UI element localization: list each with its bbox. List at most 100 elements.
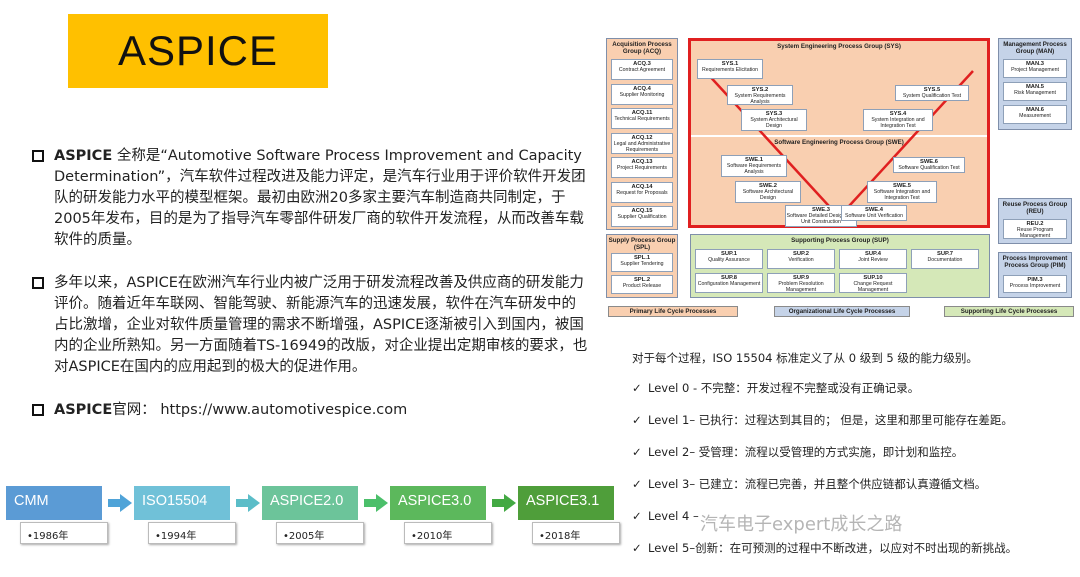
timeline-version: ASPICE3.1: [518, 486, 614, 520]
process-id: SYS.2: [751, 87, 769, 93]
sys-swe-divider: [691, 135, 987, 137]
group-title: Supply Process Group (SPL): [608, 237, 676, 251]
process-id: ACQ.3: [633, 61, 651, 67]
process-id: SUP.7: [936, 251, 953, 257]
process-name: System Architectural Design: [750, 117, 798, 129]
process-name: Requirements Elicitation: [702, 67, 758, 73]
bullet-lead: ASPICE: [54, 148, 113, 164]
level-item: ✓Level 0 - 不完整：开发过程不完整或没有正确记录。: [632, 380, 1078, 396]
process-name: Project Requirements: [617, 165, 667, 171]
process-id: SUP.10: [863, 275, 883, 281]
timeline-version: ISO15504: [134, 486, 230, 520]
process-id: SYS.1: [721, 61, 739, 67]
process-id: ACQ.14: [631, 183, 653, 190]
process-name: Software Detailed Design and Unit Constr…: [786, 213, 856, 225]
engineering-highlight-frame: System Engineering Process Group (SYS) So…: [688, 38, 990, 228]
process-id: SWE.6: [919, 159, 939, 165]
checkmark-icon: ✓: [632, 413, 642, 427]
process-name: Software Architectural Design: [742, 189, 794, 201]
checkmark-icon: ✓: [632, 477, 642, 491]
timeline-item: CMM•1986年: [6, 486, 108, 544]
level-label: Level 3: [648, 477, 690, 491]
process-name: System Integration and Integration Test: [871, 117, 925, 129]
process-id: SUP.1: [720, 251, 737, 257]
level-item: ✓Level 5–创新：在可预测的过程中不断改进，以应对不时出现的新挑战。: [632, 540, 1078, 556]
process-name: Software Requirements Analysis: [726, 163, 782, 175]
process-name: Measurement: [1019, 113, 1051, 119]
bullet-website: ASPICE官网： https://www.automotivespice.co…: [30, 400, 590, 421]
legend-2: Organizational Life Cycle Processes: [774, 306, 910, 317]
level-text: –创新：在可预测的过程中不断改进，以应对不时出现的新挑战。: [689, 541, 1018, 555]
level-label: Level 0: [648, 381, 690, 395]
process-name: Documentation: [927, 257, 963, 263]
process-name: Quality Assurance: [708, 257, 750, 263]
bullet-lead: ASPICE: [54, 402, 113, 418]
process-name: Configuration Management: [697, 281, 761, 287]
checkmark-icon: ✓: [632, 381, 642, 395]
process-id: ACQ.13: [631, 159, 653, 165]
timeline-item: ASPICE2.0•2005年: [262, 486, 364, 544]
process-id: MAN.5: [1025, 84, 1045, 90]
process-id: SUP.4: [864, 251, 881, 257]
process-id: ACQ.11: [631, 110, 653, 116]
process-id: ACQ.4: [633, 85, 651, 92]
process-id: MAN.3: [1025, 61, 1045, 67]
group-title: System Engineering Process Group (SYS): [777, 43, 901, 50]
timeline-version: ASPICE2.0: [262, 486, 358, 520]
level-item: ✓Level 2– 受管理：流程以受管理的方式实施，即计划和监控。: [632, 444, 1078, 460]
website-link[interactable]: 官网： https://www.automotivespice.com: [112, 402, 408, 418]
page-title: ASPICE: [117, 27, 279, 74]
timeline-version: ASPICE3.0: [390, 486, 486, 520]
timeline-year: •2018年: [532, 522, 620, 544]
bullet-list: ASPICE 全称是“Automotive Software Process I…: [30, 146, 590, 421]
group-title: Software Engineering Process Group (SWE): [774, 139, 904, 146]
process-id: SYS.3: [765, 111, 783, 117]
process-name: Process Improvement: [1009, 283, 1061, 289]
level-label: Level 1: [648, 413, 690, 427]
process-name: System Qualification Test: [902, 93, 962, 99]
level-item: ✓Level 3– 已建立：流程已完善，并且整个供应链都认真遵循文档。: [632, 476, 1078, 492]
bullet-definition: ASPICE 全称是“Automotive Software Process I…: [30, 146, 590, 251]
process-id: REU.2: [1026, 221, 1044, 227]
arrow-right-icon: [364, 494, 388, 512]
process-id: SUP.2: [792, 251, 809, 257]
group-title: Reuse Process Group (REU): [1002, 201, 1068, 215]
process-name: Risk Management: [1014, 90, 1056, 96]
